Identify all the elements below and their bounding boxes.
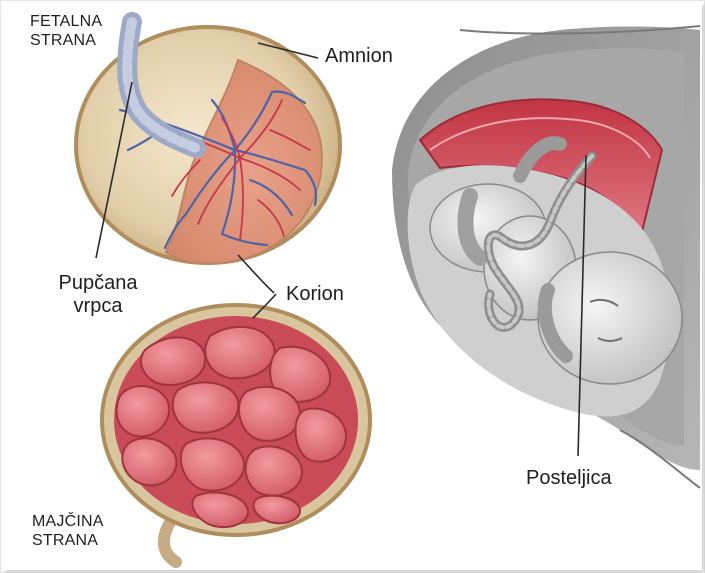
chorion-label: Korion (286, 283, 344, 306)
umbilical-cord-label: Pupčana vrpca (42, 272, 154, 318)
fetal-side-label: FETALNA STRANA (30, 12, 102, 50)
maternal-side-disc (102, 305, 370, 562)
maternal-side-label-line1: MAJČINA (32, 512, 104, 531)
maternal-side-label: MAJČINA STRANA (32, 512, 104, 550)
umbilical-cord-label-line2: vrpca (42, 295, 154, 318)
placenta-label: Posteljica (526, 467, 612, 490)
chorion-leader-line-upper (238, 255, 274, 293)
fetal-side-disc (76, 22, 340, 264)
umbilical-cord-label-line1: Pupčana (42, 272, 154, 295)
amnion-label: Amnion (325, 45, 393, 68)
fetal-side-label-line1: FETALNA (30, 12, 102, 31)
fetal-side-label-line2: STRANA (30, 31, 102, 50)
maternal-side-label-line2: STRANA (32, 531, 104, 550)
